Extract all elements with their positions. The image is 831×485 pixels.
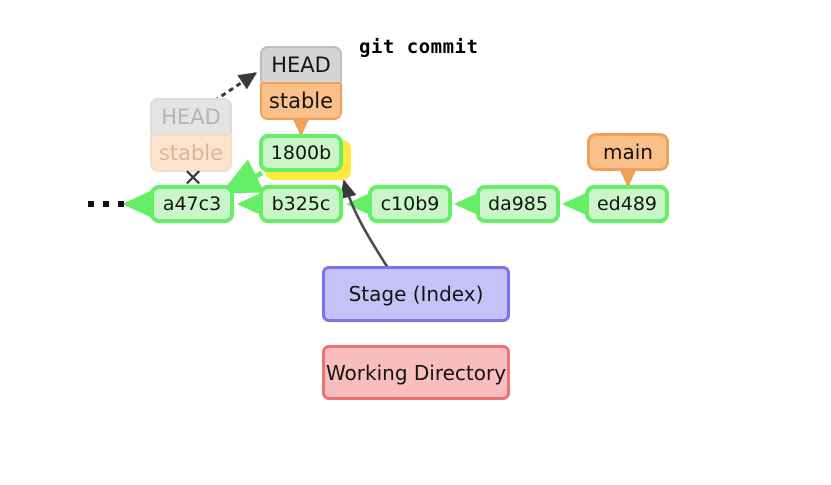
commit-node-1800b[interactable]: 1800b: [259, 134, 343, 172]
commit-node-c10b9[interactable]: c10b9: [368, 185, 452, 223]
commit-node-ed489[interactable]: ed489: [585, 185, 669, 223]
ellipsis-dot: [118, 201, 124, 207]
ghost-head-label: HEAD: [150, 98, 232, 136]
ellipsis-dot: [88, 201, 94, 207]
working-directory-box[interactable]: Working Directory: [322, 345, 510, 400]
history-ellipsis: [88, 201, 124, 207]
ellipsis-dot: [103, 201, 109, 207]
head-move-arrow: [213, 71, 257, 103]
head-label[interactable]: HEAD: [260, 46, 342, 84]
commit-node-a47c3[interactable]: a47c3: [150, 185, 234, 223]
branch-label-stable[interactable]: stable: [260, 82, 342, 120]
branch-label-main[interactable]: main: [587, 133, 669, 171]
commit-node-da985[interactable]: da985: [476, 185, 560, 223]
commit-node-b325c[interactable]: b325c: [259, 185, 343, 223]
ghost-stable-label: stable: [150, 134, 232, 172]
detach-x-icon: ✕: [183, 164, 204, 192]
stage-index-box[interactable]: Stage (Index): [322, 266, 510, 322]
command-caption: git commit: [359, 36, 479, 58]
